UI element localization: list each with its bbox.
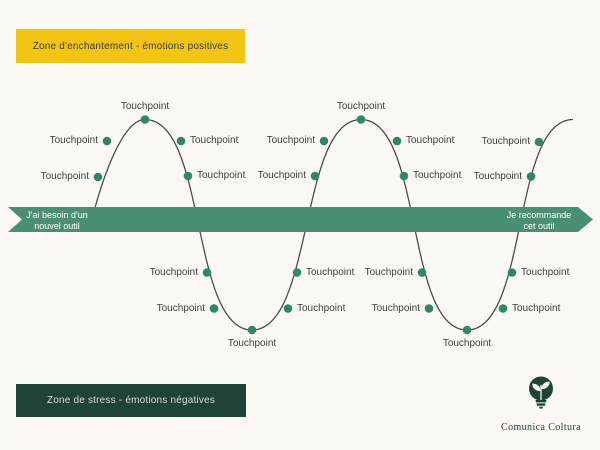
- touchpoint-dot: [399, 171, 409, 181]
- journey-start-line-1: J'ai besoin d'un: [26, 210, 88, 220]
- touchpoint-dot: [202, 268, 212, 277]
- positive-zone-banner: Zone d'enchantement - émotions positives: [16, 29, 245, 63]
- touchpoint-dot: [292, 268, 302, 277]
- touchpoint-dot: [534, 137, 544, 147]
- brand-name: Comunica Coltura: [501, 422, 581, 433]
- touchpoint-dot: [526, 172, 536, 181]
- touchpoint-dot: [356, 115, 366, 124]
- journey-end-label: Je recommande cet outil: [499, 210, 579, 232]
- touchpoint-dot: [392, 136, 402, 146]
- touchpoint-dot: [424, 304, 434, 313]
- touchpoint-dot: [417, 268, 427, 277]
- journey-start-label: J'ai besoin d'un nouvel outil: [18, 210, 96, 232]
- lightbulb-sprout-icon: [529, 376, 553, 409]
- touchpoint-dot: [247, 325, 257, 335]
- touchpoint-dot: [176, 136, 186, 146]
- journey-arrow-band: [8, 207, 593, 232]
- brand-logo: Comunica Coltura: [480, 374, 600, 433]
- journey-end-line-1: Je recommande: [506, 210, 572, 220]
- touchpoint-dots: [93, 115, 544, 335]
- journey-curve: [90, 118, 574, 331]
- journey-end-line-2: cet outil: [523, 221, 555, 231]
- touchpoint-dot: [498, 304, 508, 313]
- negative-zone-banner: Zone de stress - émotions négatives: [16, 384, 246, 417]
- touchpoint-dot: [183, 171, 193, 181]
- touchpoint-dot: [283, 304, 293, 313]
- positive-zone-label: Zone d'enchantement - émotions positives: [32, 40, 229, 52]
- touchpoint-dot: [209, 304, 219, 313]
- touchpoint-dot: [93, 172, 103, 182]
- touchpoint-dot: [462, 325, 472, 335]
- negative-zone-label: Zone de stress - émotions négatives: [46, 395, 216, 406]
- touchpoint-dot: [310, 171, 320, 181]
- journey-start-line-2: nouvel outil: [34, 221, 80, 231]
- touchpoint-dot: [140, 115, 150, 124]
- touchpoint-dot: [102, 136, 112, 146]
- touchpoint-dot: [319, 136, 329, 146]
- touchpoint-dot: [507, 268, 517, 277]
